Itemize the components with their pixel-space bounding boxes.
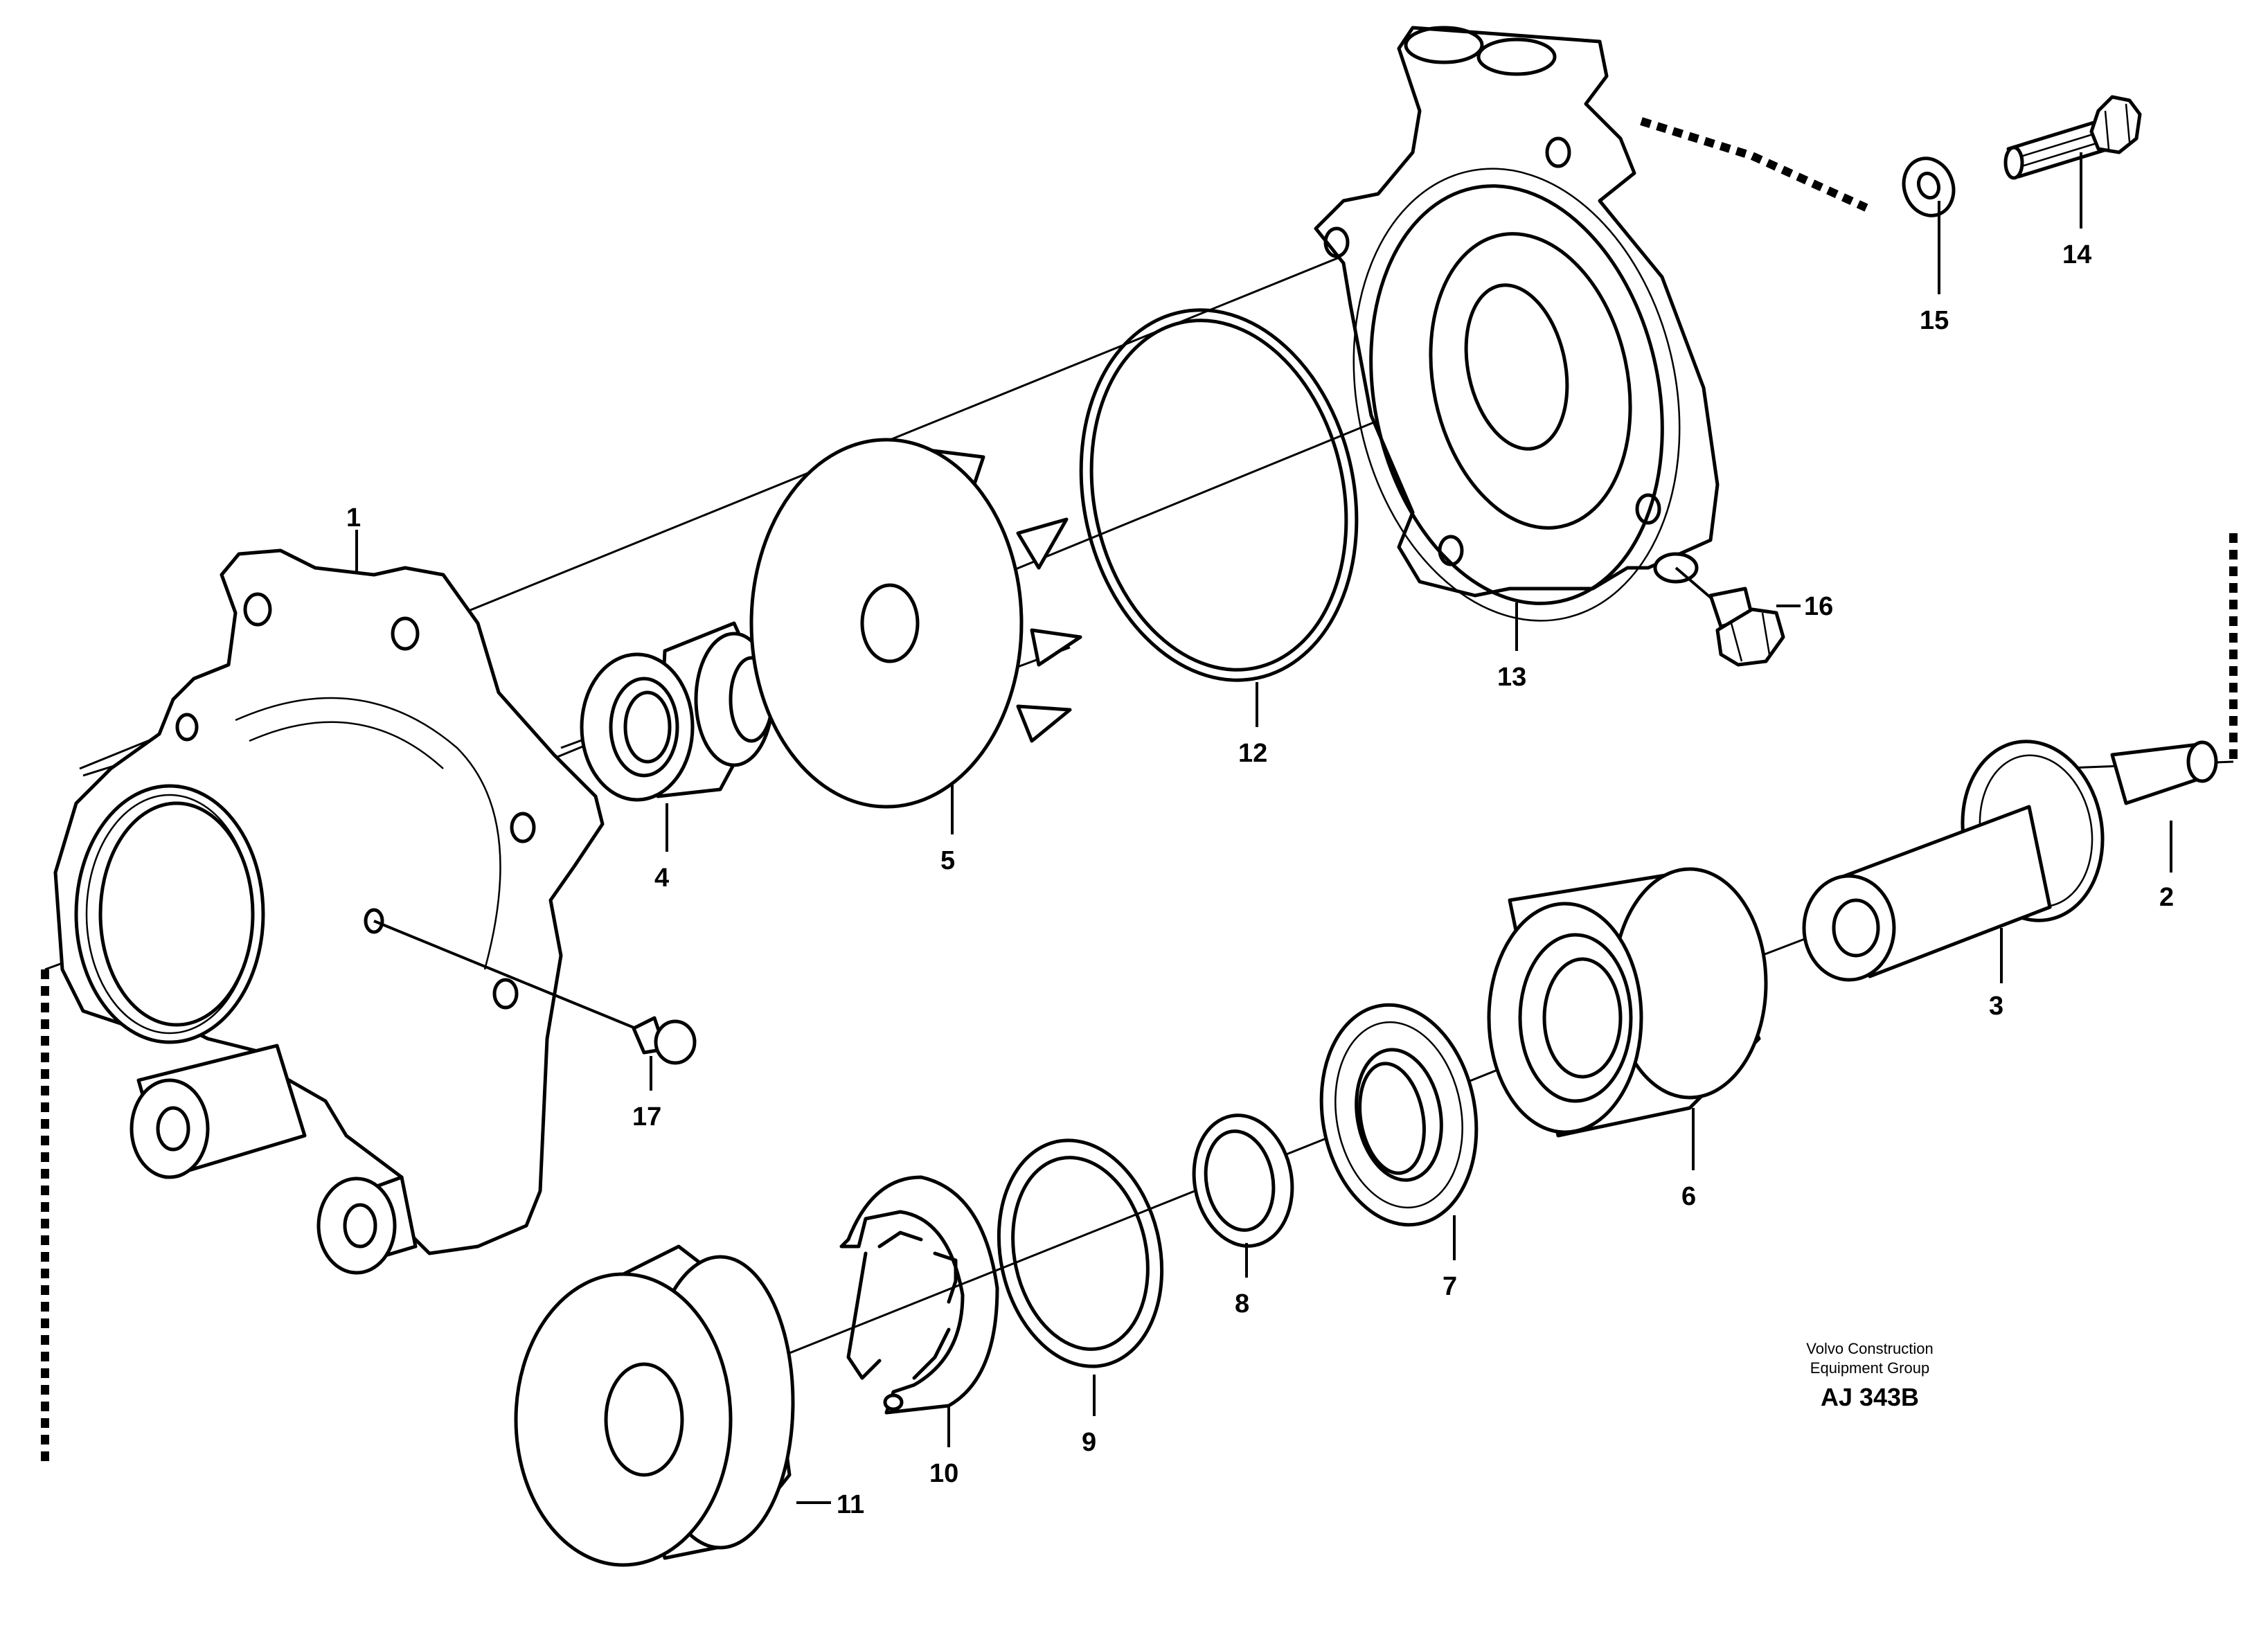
callout-5: 5 — [940, 846, 955, 875]
callout-12: 12 — [1238, 739, 1267, 768]
callout-3: 3 — [1989, 992, 2003, 1021]
part-shaft-seal — [580, 621, 774, 802]
assembly-bracket-upper — [1640, 117, 1868, 212]
callout-8: 8 — [1235, 1289, 1249, 1318]
callout-1: 1 — [346, 503, 361, 533]
part-pump-housing — [53, 548, 605, 1275]
callout-14: 14 — [2062, 240, 2091, 269]
part-seal-ring — [1319, 1003, 1479, 1227]
callout-16: 16 — [1804, 592, 1833, 621]
callout-15: 15 — [1920, 306, 1949, 335]
part-bolt — [2003, 95, 2142, 180]
part-plug-screw — [373, 920, 697, 1065]
callout-11: 11 — [837, 1490, 864, 1519]
leader-lines — [355, 152, 2172, 1504]
callout-13: 13 — [1497, 663, 1526, 692]
callout-17: 17 — [632, 1102, 661, 1131]
part-pulley — [514, 1244, 795, 1567]
callout-9: 9 — [1082, 1428, 1096, 1457]
part-drain-plug — [1675, 566, 1785, 667]
part-sleeve — [1802, 805, 2052, 982]
part-tab-washer — [839, 1175, 999, 1415]
credit-line-1: Volvo Construction — [1806, 1340, 1933, 1357]
callout-7: 7 — [1443, 1272, 1457, 1301]
callout-6: 6 — [1681, 1182, 1696, 1211]
callout-labels: 1 2 3 4 5 6 7 8 9 10 11 12 13 14 15 16 1… — [346, 240, 2174, 1519]
credit-line-2: Equipment Group — [1810, 1359, 1929, 1377]
callout-10: 10 — [929, 1459, 958, 1488]
callout-2: 2 — [2159, 883, 2174, 912]
credit-block: Volvo Construction Equipment Group AJ 34… — [1806, 1340, 1933, 1411]
part-impeller — [749, 438, 1082, 809]
part-washer — [1902, 156, 1956, 217]
part-pump-cover — [1314, 26, 1720, 622]
part-lock-ring — [1192, 1113, 1294, 1248]
callout-4: 4 — [654, 864, 669, 893]
part-bearing — [1487, 867, 1768, 1138]
part-thrust-washer — [997, 1138, 1164, 1368]
part-o-ring — [1079, 308, 1359, 682]
figure-code: AJ 343B — [1821, 1383, 1919, 1411]
